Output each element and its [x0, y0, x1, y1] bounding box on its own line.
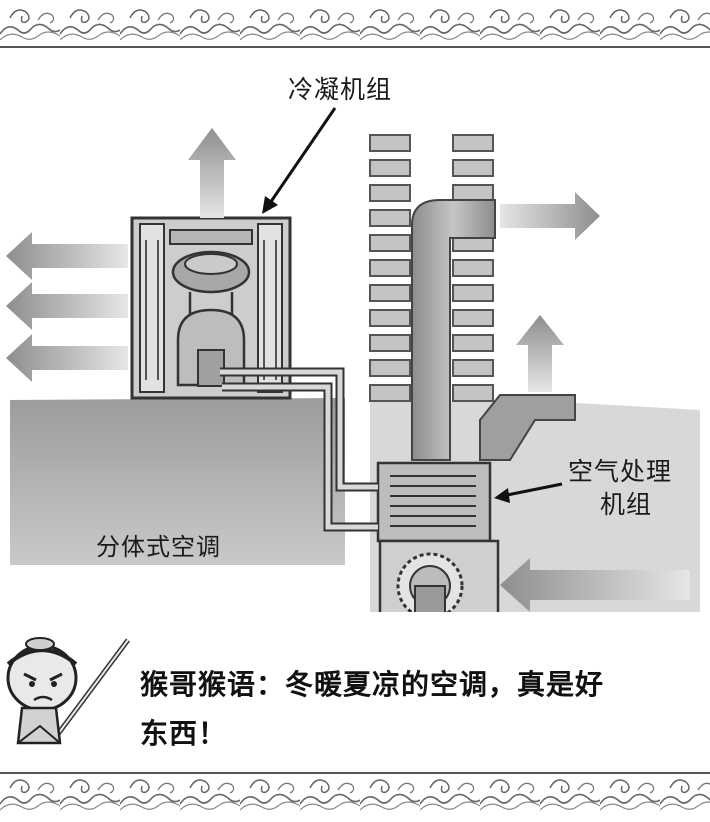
refrigerant-pipe-bottom-inner [222, 384, 378, 530]
air-handler-label-line2: 机组 [600, 490, 653, 519]
supply-air-arrow [500, 192, 600, 240]
supply-duct [411, 199, 496, 461]
heat-arrow-left-1 [6, 232, 128, 280]
condenser-leader [266, 107, 337, 207]
air-handler-label-line1: 空气处理 [568, 457, 673, 486]
condenser-unit [130, 216, 292, 400]
refrigerant-pipe-top-inner [220, 369, 378, 490]
brick-wall-left [369, 134, 411, 402]
air-handler-unit [376, 461, 500, 612]
heat-arrow-left-3 [6, 334, 128, 382]
heat-arrow-left-2 [6, 282, 128, 330]
ground-block [10, 398, 345, 565]
top-wave-border [0, 0, 710, 48]
split-ac-label: 分体式空调 [96, 533, 221, 561]
bottom-wave-border [0, 772, 710, 822]
exhaust-up-arrow [188, 128, 236, 218]
air-handler-leader [501, 482, 563, 498]
brick-wall-right [452, 134, 494, 402]
split-ac-diagram [6, 107, 700, 612]
rising-air-arrow [516, 315, 564, 392]
return-duct [479, 394, 576, 461]
caption-line-1: 猴哥猴语：冬暖夏凉的空调，真是好 [140, 668, 605, 701]
caption-line-2: 东西！ [140, 717, 228, 750]
monkey-king-mascot-icon [6, 637, 131, 745]
condenser-label: 冷凝机组 [288, 75, 393, 104]
return-air-arrow [500, 558, 690, 612]
